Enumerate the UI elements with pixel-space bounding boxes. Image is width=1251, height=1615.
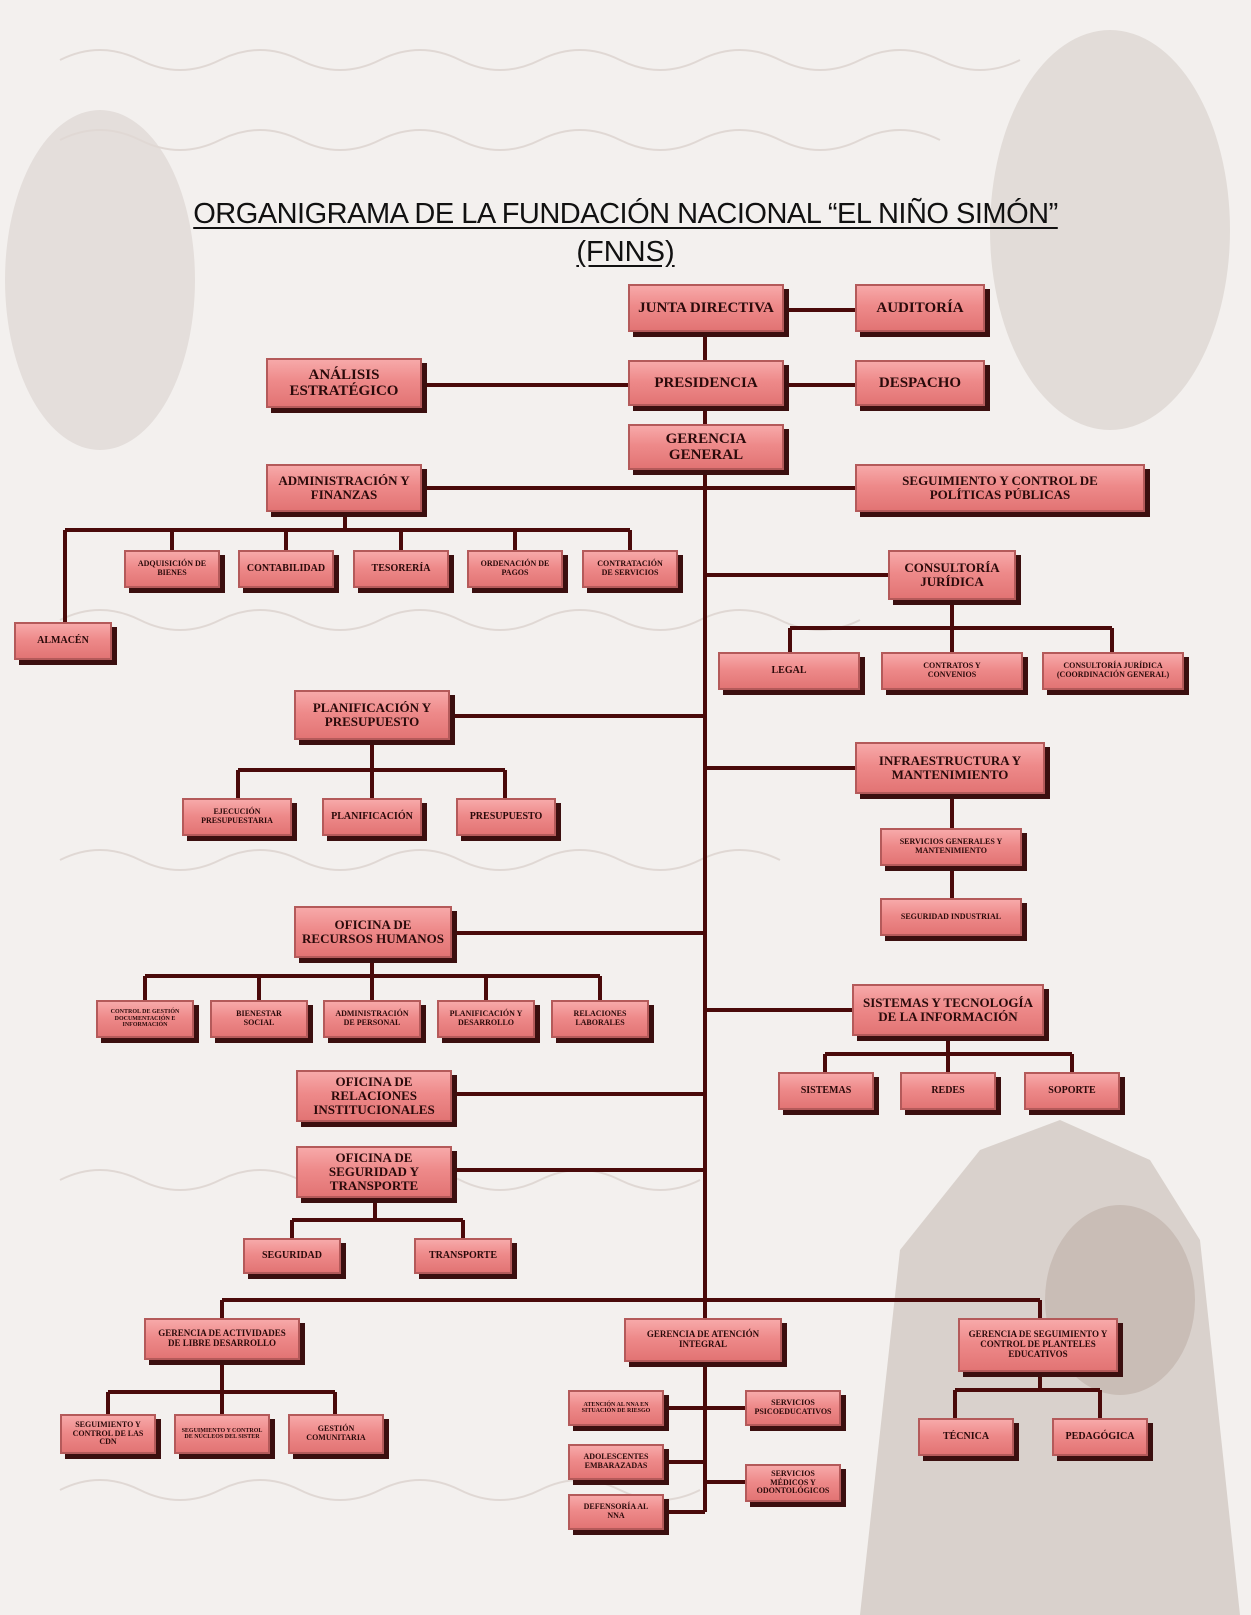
box-pedagogica: PEDAGÓGICA	[1052, 1418, 1148, 1456]
box-sistemas: SISTEMAS	[778, 1072, 874, 1110]
box-seguimiento-cdn: SEGUIMIENTO Y CONTROL DE LAS CDN	[60, 1414, 156, 1454]
box-gerencia-planteles: GERENCIA DE SEGUIMIENTO Y CONTROL DE PLA…	[958, 1318, 1118, 1372]
box-seguridad: SEGURIDAD	[243, 1238, 341, 1274]
box-seguimiento-nucleos: SEGUIMIENTO Y CONTROL DE NÚCLEOS DEL SIS…	[174, 1414, 270, 1454]
box-servicios-medicos: SERVICIOS MÉDICOS Y ODONTOLÓGICOS	[745, 1464, 841, 1502]
box-seguimiento-politicas: SEGUIMIENTO Y CONTROL DE POLÍTICAS PÚBLI…	[855, 464, 1145, 512]
box-seguridad-transporte: OFICINA DE SEGURIDAD Y TRANSPORTE	[296, 1146, 452, 1198]
watermark-portrait-right	[990, 30, 1230, 430]
box-gerencia-actividades: GERENCIA DE ACTIVIDADES DE LIBRE DESARRO…	[144, 1318, 300, 1360]
chart-subtitle: (FNNS)	[576, 236, 675, 268]
box-relaciones-laborales: RELACIONES LABORALES	[551, 1000, 649, 1038]
box-junta-directiva: JUNTA DIRECTIVA	[628, 284, 784, 332]
box-atencion-nna-riesgo: ATENCIÓN AL NNA EN SITUACIÓN DE RIESGO	[568, 1390, 664, 1426]
box-bienestar-social: BIENESTAR SOCIAL	[210, 1000, 308, 1038]
box-sistemas-tecnologia: SISTEMAS Y TECNOLOGÍA DE LA INFORMACIÓN	[852, 984, 1044, 1036]
box-legal: LEGAL	[718, 652, 860, 690]
box-presidencia: PRESIDENCIA	[628, 360, 784, 406]
box-infraestructura-mantenimiento: INFRAESTRUCTURA Y MANTENIMIENTO	[855, 742, 1045, 794]
box-almacen: ALMACÉN	[14, 622, 112, 660]
watermark-portrait-left	[5, 110, 195, 450]
box-ordenacion-pagos: ORDENACIÓN DE PAGOS	[467, 550, 563, 588]
box-auditoria: AUDITORÍA	[855, 284, 985, 332]
box-gerencia-general: GERENCIA GENERAL	[628, 424, 784, 470]
box-despacho: DESPACHO	[855, 360, 985, 406]
box-redes: REDES	[900, 1072, 996, 1110]
box-ejecucion-presupuestaria: EJECUCIÓN PRESUPUESTARIA	[182, 798, 292, 836]
box-seguridad-industrial: SEGURIDAD INDUSTRIAL	[880, 898, 1022, 936]
box-contabilidad: CONTABILIDAD	[238, 550, 334, 588]
box-adquisicion-bienes: ADQUISICIÓN DE BIENES	[124, 550, 220, 588]
box-contratacion-servicios: CONTRATACIÓN DE SERVICIOS	[582, 550, 678, 588]
box-defensoria-nna: DEFENSORÍA AL NNA	[568, 1494, 664, 1530]
box-presupuesto: PRESUPUESTO	[456, 798, 556, 836]
box-transporte: TRANSPORTE	[414, 1238, 512, 1274]
box-servicios-generales: SERVICIOS GENERALES Y MANTENIMIENTO	[880, 828, 1022, 866]
box-gestion-comunitaria: GESTIÓN COMUNITARIA	[288, 1414, 384, 1454]
box-recursos-humanos: OFICINA DE RECURSOS HUMANOS	[294, 906, 452, 958]
box-gerencia-atencion-integral: GERENCIA DE ATENCIÓN INTEGRAL	[624, 1318, 782, 1362]
box-control-gestion: CONTROL DE GESTIÓN DOCUMENTACIÓN E INFOR…	[96, 1000, 194, 1038]
box-planificacion: PLANIFICACIÓN	[322, 798, 422, 836]
box-consultoria-coordinacion: CONSULTORÍA JURÍDICA (COORDINACIÓN GENER…	[1042, 652, 1184, 690]
box-analisis-estrategico: ANÁLISIS ESTRATÉGICO	[266, 358, 422, 408]
box-planificacion-presupuesto: PLANIFICACIÓN Y PRESUPUESTO	[294, 690, 450, 740]
box-administracion-personal: ADMINISTRACIÓN DE PERSONAL	[323, 1000, 421, 1038]
box-planificacion-desarrollo: PLANIFICACIÓN Y DESARROLLO	[437, 1000, 535, 1038]
box-administracion-finanzas: ADMINISTRACIÓN Y FINANZAS	[266, 464, 422, 512]
box-consultoria-juridica: CONSULTORÍA JURÍDICA	[888, 550, 1016, 600]
box-tesoreria: TESORERÍA	[353, 550, 449, 588]
box-tecnica: TÉCNICA	[918, 1418, 1014, 1456]
box-adolescentes-embarazadas: ADOLESCENTES EMBARAZADAS	[568, 1444, 664, 1480]
chart-title: ORGANIGRAMA DE LA FUNDACIÓN NACIONAL “EL…	[193, 198, 1058, 230]
box-relaciones-institucionales: OFICINA DE RELACIONES INSTITUCIONALES	[296, 1070, 452, 1122]
box-servicios-psicoeducativos: SERVICIOS PSICOEDUCATIVOS	[745, 1390, 841, 1426]
box-soporte: SOPORTE	[1024, 1072, 1120, 1110]
box-contratos-convenios: CONTRATOS Y CONVENIOS	[881, 652, 1023, 690]
